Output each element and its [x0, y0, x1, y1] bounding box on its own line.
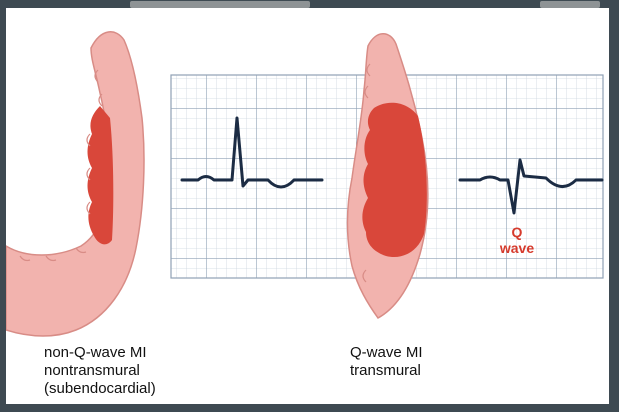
subendocardial-infarct — [88, 106, 114, 244]
q-wave-annotation: Q wave — [489, 224, 545, 256]
q-wave-caption: Q-wave MI transmural — [350, 344, 423, 380]
bleed-text-line — [540, 1, 600, 8]
figure-panel: Q wave non-Q-wave MI nontransmural (sube… — [6, 8, 609, 404]
caption-line: non-Q-wave MI — [44, 344, 156, 362]
q-label-word: wave — [489, 240, 545, 256]
caption-line: nontransmural — [44, 362, 156, 380]
q-label-letter: Q — [489, 224, 545, 240]
caption-line: (subendocardial) — [44, 380, 156, 398]
non-q-wave-caption: non-Q-wave MI nontransmural (subendocard… — [44, 344, 156, 398]
left-heart-wall — [6, 32, 144, 336]
caption-line: Q-wave MI — [350, 344, 423, 362]
bleed-text-line — [130, 1, 310, 8]
caption-line: transmural — [350, 362, 423, 380]
transmural-infarct — [362, 103, 427, 257]
